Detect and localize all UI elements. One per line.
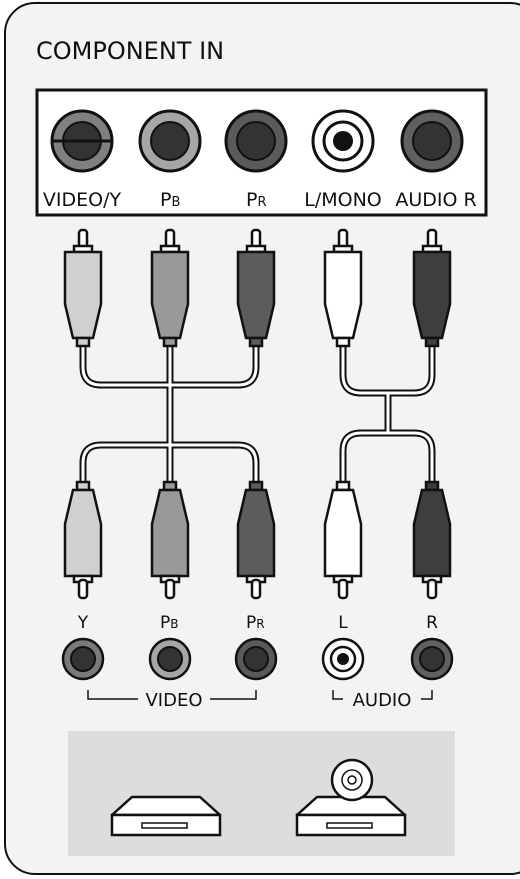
- plug-body: [150, 250, 190, 340]
- device-label-pb: PB: [160, 613, 179, 633]
- panel-jack-l-mono[interactable]: [311, 109, 375, 173]
- jack-socket: [150, 121, 190, 161]
- disc-slot: [326, 822, 373, 829]
- jack-socket: [412, 121, 452, 161]
- panel-jack-pb[interactable]: [138, 109, 202, 173]
- plug-body: [63, 488, 103, 578]
- panel-jack-video-y[interactable]: [50, 109, 114, 173]
- plug-bottom-pb[interactable]: [150, 480, 190, 600]
- plug-boot: [424, 336, 440, 348]
- plug-body: [323, 250, 363, 340]
- plug-boot: [248, 336, 264, 348]
- plug-body: [412, 488, 452, 578]
- device-top: [110, 795, 222, 817]
- jack-socket: [243, 646, 269, 672]
- group-label-audio: AUDIO: [353, 690, 412, 711]
- plug-top-y[interactable]: [63, 228, 103, 348]
- plug-bottom-l[interactable]: [323, 480, 363, 600]
- plug-boot: [162, 336, 178, 348]
- jack-socket: [70, 646, 96, 672]
- wire: [81, 443, 258, 487]
- blu-ray-player-icon[interactable]: [110, 795, 222, 837]
- audio-bracket-left: [332, 690, 343, 700]
- device-jack-row: [61, 637, 454, 681]
- label-video-y: VIDEO/Y: [43, 189, 122, 211]
- panel-jack-pr[interactable]: [224, 109, 288, 173]
- devices-area: [68, 731, 455, 856]
- disc-hole: [347, 775, 357, 785]
- plug-pin: [426, 578, 438, 600]
- jack-pin: [333, 131, 353, 151]
- device-jack-pr[interactable]: [234, 637, 278, 681]
- plug-pin: [77, 578, 89, 600]
- jack-socket: [157, 646, 183, 672]
- disc-slot: [141, 822, 188, 829]
- group-label-video: VIDEO: [145, 690, 202, 711]
- plug-top-r[interactable]: [412, 228, 452, 348]
- panel-jack-row: [50, 109, 464, 173]
- top-plug-row: [63, 228, 452, 348]
- video-bracket-left: [87, 690, 138, 700]
- plug-top-l[interactable]: [323, 228, 363, 348]
- plug-body: [236, 488, 276, 578]
- plug-pin: [337, 578, 349, 600]
- plug-top-pr[interactable]: [236, 228, 276, 348]
- device-label-l: L: [338, 613, 348, 633]
- device-jack-l[interactable]: [321, 637, 365, 681]
- device-jack-y[interactable]: [61, 637, 105, 681]
- plug-boot: [75, 336, 91, 348]
- plug-body: [412, 250, 452, 340]
- jack-socket: [419, 646, 445, 672]
- group-brackets: [87, 690, 433, 700]
- plug-boot: [335, 336, 351, 348]
- plug-bottom-y[interactable]: [63, 480, 103, 600]
- wire: [341, 431, 434, 487]
- panel-title: COMPONENT IN: [36, 37, 224, 65]
- label-audio-r: AUDIO R: [395, 189, 476, 211]
- plug-top-pb[interactable]: [150, 228, 190, 348]
- disc-player-icon[interactable]: [295, 758, 407, 837]
- device-jack-r[interactable]: [410, 637, 454, 681]
- label-pr: PR: [246, 189, 267, 211]
- label-l-mono: L/MONO: [304, 189, 382, 211]
- device-label-y: Y: [77, 613, 89, 633]
- plug-bottom-pr[interactable]: [236, 480, 276, 600]
- audio-bracket-right: [421, 690, 433, 700]
- jack-pin: [337, 653, 349, 665]
- plug-bottom-r[interactable]: [412, 480, 452, 600]
- plug-pin: [164, 578, 176, 600]
- plug-body: [323, 488, 363, 578]
- device-label-pr: PR: [246, 613, 265, 633]
- jack-socket: [236, 121, 276, 161]
- plug-body: [63, 250, 103, 340]
- plug-body: [236, 250, 276, 340]
- plug-body: [150, 488, 190, 578]
- panel-jack-audio-r[interactable]: [400, 109, 464, 173]
- video-bracket-right: [210, 690, 257, 700]
- outer-frame: [4, 2, 520, 875]
- bottom-plug-row: [63, 480, 452, 600]
- device-jack-pb[interactable]: [148, 637, 192, 681]
- device-label-r: R: [426, 613, 438, 633]
- cable-wires: [79, 341, 436, 489]
- plug-pin: [250, 578, 262, 600]
- label-pb: PB: [160, 189, 180, 211]
